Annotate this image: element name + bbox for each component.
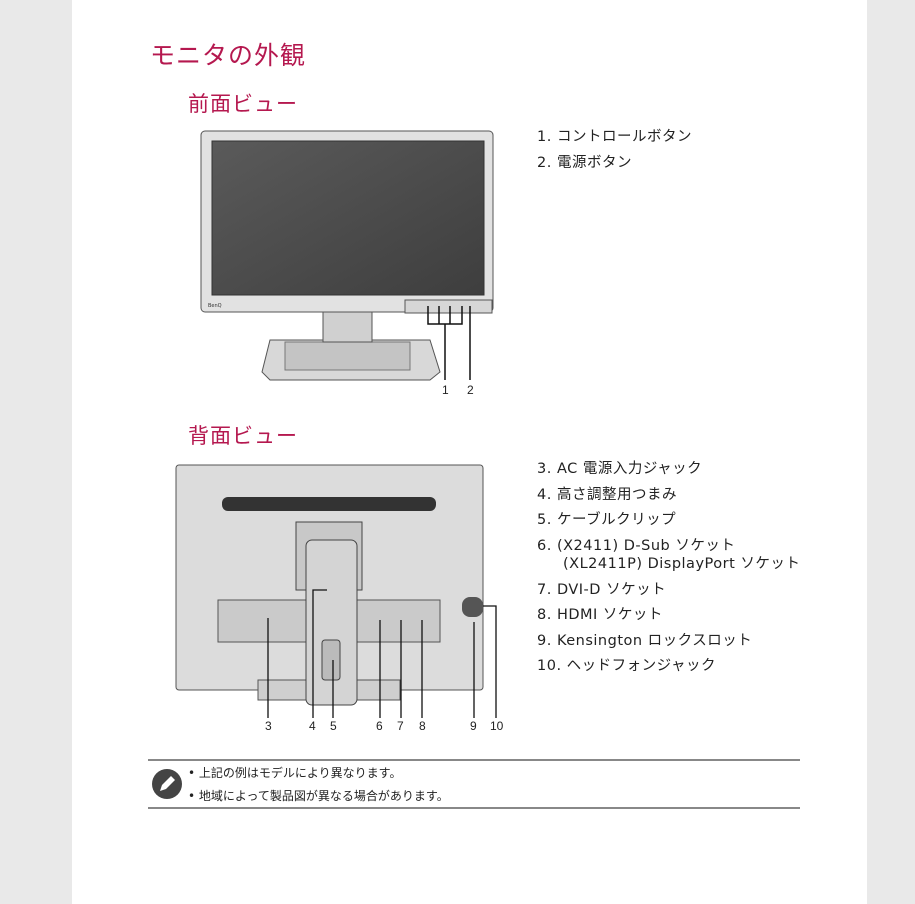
rear-view-title: 背面ビュー <box>188 424 298 448</box>
callout-10: 10 <box>490 719 504 733</box>
callout-1: 1 <box>442 383 449 397</box>
front-parts-list: 1. コントロールボタン 2. 電源ボタン <box>537 125 692 176</box>
list-item: 9. Kensington ロックスロット <box>537 632 753 649</box>
rear-monitor-illustration: 3 4 5 6 7 8 9 10 <box>175 464 504 733</box>
section-title: モニタの外観 <box>150 41 307 70</box>
callout-4: 4 <box>309 719 316 733</box>
list-item: 6. (X2411) D-Sub ソケット <box>537 537 736 554</box>
callout-3: 3 <box>265 719 272 733</box>
brand-logo: BenQ <box>208 303 222 309</box>
list-item-sub: (XL2411P) DisplayPort ソケット <box>563 556 801 572</box>
list-item: 4. 高さ調整用つまみ <box>537 486 677 503</box>
note-box: • 上記の例はモデルにより異なります。 • 地域によって製品図が異なる場合があり… <box>148 759 800 809</box>
note-line: • 上記の例はモデルにより異なります。 <box>188 766 402 780</box>
list-item: 1. コントロールボタン <box>537 129 692 145</box>
list-item: 10. ヘッドフォンジャック <box>537 658 716 674</box>
callout-5: 5 <box>330 719 337 733</box>
list-item: 8. HDMI ソケット <box>537 607 663 623</box>
list-item: 7. DVI-D ソケット <box>537 581 667 598</box>
front-view-title: 前面ビュー <box>188 92 298 116</box>
rear-parts-list: 3. AC 電源入力ジャック 4. 高さ調整用つまみ 5. ケーブルクリップ 6… <box>537 457 800 680</box>
callout-8: 8 <box>419 719 426 733</box>
list-item: 2. 電源ボタン <box>537 154 632 171</box>
callout-6: 6 <box>376 719 383 733</box>
note-line: • 地域によって製品図が異なる場合があります。 <box>188 789 449 803</box>
list-item: 5. ケーブルクリップ <box>537 512 677 528</box>
callout-9: 9 <box>470 719 477 733</box>
callout-7: 7 <box>397 719 404 733</box>
callout-2: 2 <box>467 383 474 397</box>
front-monitor-illustration: BenQ 1 2 <box>200 130 494 397</box>
list-item: 3. AC 電源入力ジャック <box>537 461 703 477</box>
pencil-icon <box>152 769 182 799</box>
